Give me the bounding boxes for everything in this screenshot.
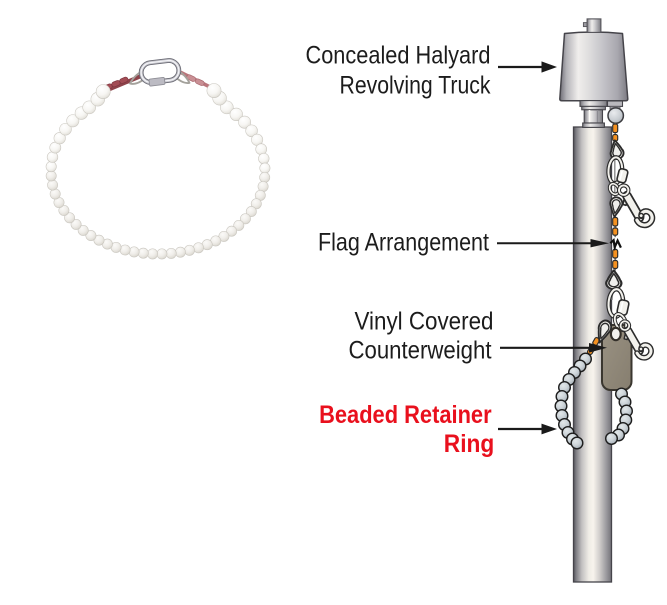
svg-text:Counterweight: Counterweight: [349, 338, 492, 365]
svg-text:Concealed Halyard: Concealed Halyard: [306, 43, 491, 70]
svg-text:Ring: Ring: [444, 430, 495, 458]
svg-text:Beaded Retainer: Beaded Retainer: [319, 401, 492, 429]
svg-text:Vinyl Covered: Vinyl Covered: [355, 309, 494, 336]
svg-text:Flag Arrangement: Flag Arrangement: [318, 230, 489, 257]
svg-text:Revolving Truck: Revolving Truck: [340, 73, 492, 100]
